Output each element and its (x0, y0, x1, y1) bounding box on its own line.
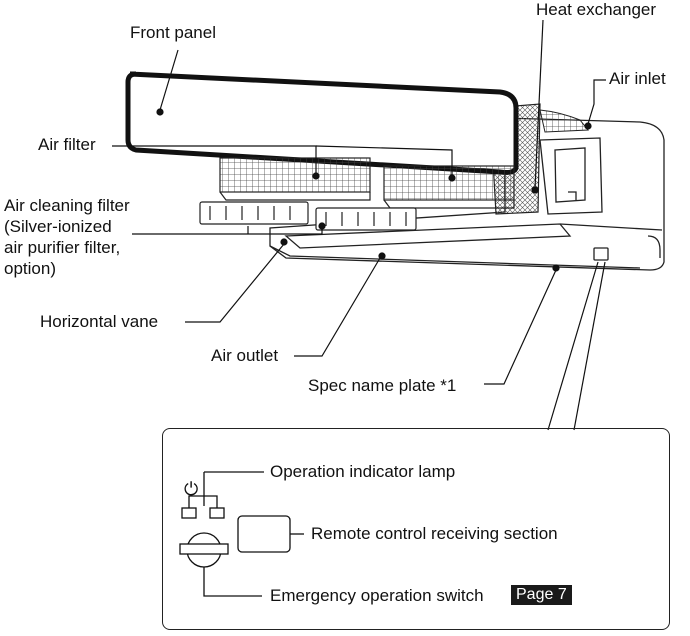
label-spec-name-plate: Spec name plate *1 (308, 376, 457, 395)
detail-art (179, 471, 304, 597)
power-icon: ⏻ (184, 479, 199, 500)
label-horizontal-vane: Horizontal vane (40, 312, 159, 331)
air-filter-art (219, 157, 515, 209)
label-air-cleaning-filter: Air cleaning filter (Silver-ionized air … (4, 195, 130, 279)
label-front-panel: Front panel (130, 23, 216, 42)
label-remote-control-receiving-section: Remote control receiving section (311, 524, 558, 543)
display-detail-box (162, 428, 670, 630)
indoor-unit-body (269, 117, 665, 271)
label-air-cleaning-filter-line4: option) (4, 259, 56, 278)
page-reference-badge[interactable]: Page 7 (511, 585, 572, 605)
label-air-cleaning-filter-line3: air purifier filter, (4, 238, 121, 257)
label-air-cleaning-filter-line2: (Silver-ionized (4, 217, 112, 236)
label-air-cleaning-filter-line1: Air cleaning filter (4, 196, 130, 215)
label-emergency-operation-switch: Emergency operation switch (270, 586, 484, 605)
leader-lines (112, 19, 606, 431)
label-operation-indicator-lamp: Operation indicator lamp (270, 462, 456, 481)
air-cleaning-filter-art (199, 201, 417, 231)
label-air-filter: Air filter (38, 135, 96, 154)
label-air-inlet: Air inlet (609, 69, 666, 88)
label-air-outlet: Air outlet (211, 346, 279, 365)
label-heat-exchanger: Heat exchanger (536, 0, 657, 19)
